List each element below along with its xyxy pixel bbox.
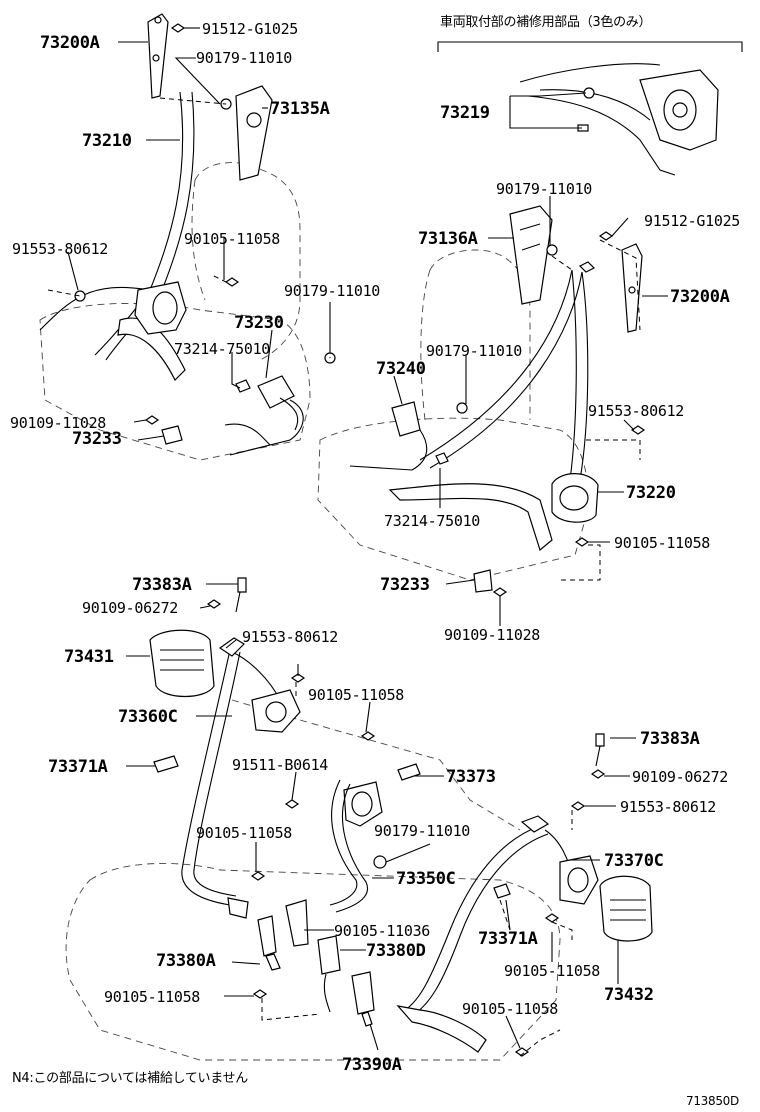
part-label-90105-rear4: 90105-11058 bbox=[104, 988, 201, 1006]
guide-73383A-left bbox=[206, 577, 247, 613]
part-label-90105-rear2: 90105-11058 bbox=[196, 824, 293, 842]
part-label-90105-rear3: 90105-11058 bbox=[504, 962, 601, 980]
bolts-rear bbox=[250, 673, 586, 1057]
front-right-seat-outline bbox=[317, 249, 589, 581]
part-label-90179-r1: 90179-11010 bbox=[496, 180, 593, 198]
buckles-rear bbox=[257, 883, 511, 1027]
headrest-73431 bbox=[149, 629, 215, 697]
adjuster-73200A-right bbox=[621, 243, 643, 333]
guide-73383A-right bbox=[590, 733, 606, 779]
part-label-73371A-right: 73371A bbox=[478, 929, 538, 949]
front-left-seat-outline bbox=[39, 162, 311, 461]
anchor-plate-73219 bbox=[519, 63, 719, 176]
part-label-91553-left: 91553-80612 bbox=[12, 240, 109, 258]
belt-73360C bbox=[181, 637, 301, 919]
part-label-73220: 73220 bbox=[626, 483, 676, 503]
part-label-73431: 73431 bbox=[64, 647, 114, 667]
buckle-73240 bbox=[349, 401, 449, 471]
part-label-90179-r2: 90179-11010 bbox=[426, 342, 523, 360]
part-label-90109-06272-right: 90109-06272 bbox=[632, 768, 729, 786]
part-label-73380A: 73380A bbox=[156, 951, 216, 971]
repair-parts-note: 車両取付部の補修用部品（3色のみ） bbox=[440, 15, 652, 30]
part-label-90105-right: 90105-11058 bbox=[614, 534, 711, 552]
part-label-90109-06272-left: 90109-06272 bbox=[82, 599, 179, 617]
part-label-90109-left: 90109-11028 bbox=[10, 414, 107, 432]
part-label-73370C: 73370C bbox=[604, 851, 664, 871]
part-label-91553-rear: 91553-80612 bbox=[242, 628, 339, 646]
cover-73233-left bbox=[161, 425, 183, 445]
part-label-73135A: 73135A bbox=[270, 99, 330, 119]
part-label-91512-top: 91512-G1025 bbox=[202, 20, 299, 38]
part-label-90105-rear5: 90105-11058 bbox=[462, 1000, 559, 1018]
part-label-91512-right: 91512-G1025 bbox=[644, 212, 741, 230]
pillar-cover-73135A bbox=[235, 85, 273, 181]
part-label-90179-rear: 90179-11010 bbox=[374, 822, 471, 840]
retractor-center-73350C bbox=[285, 763, 421, 947]
belt-73370C bbox=[396, 815, 599, 1053]
part-label-73360C: 73360C bbox=[118, 707, 178, 727]
buckle-73230 bbox=[224, 375, 304, 456]
part-label-91553-right: 91553-80612 bbox=[588, 402, 685, 420]
part-label-73210: 73210 bbox=[82, 131, 132, 151]
belt-73210 bbox=[39, 91, 195, 382]
part-label-90109-right: 90109-11028 bbox=[444, 626, 541, 644]
part-label-73200A-right: 73200A bbox=[670, 287, 730, 307]
part-label-73240: 73240 bbox=[376, 359, 426, 379]
part-label-73380D: 73380D bbox=[366, 941, 426, 961]
part-label-90179-mid: 90179-11010 bbox=[284, 282, 381, 300]
part-label-73383A-right: 73383A bbox=[640, 729, 700, 749]
part-label-73350C: 73350C bbox=[396, 869, 456, 889]
belt-right bbox=[388, 261, 599, 552]
part-label-73214-right: 73214-75010 bbox=[384, 512, 481, 530]
part-label-73233-left: 73233 bbox=[72, 429, 122, 449]
diagram-reference: 713850D bbox=[686, 1094, 739, 1108]
bolts-front-left bbox=[74, 23, 336, 425]
part-label-73136A: 73136A bbox=[418, 229, 478, 249]
leader-lines bbox=[67, 27, 668, 1051]
part-label-73383A-left: 73383A bbox=[132, 575, 192, 595]
front-right-dashes bbox=[551, 239, 641, 581]
part-label-90179-top: 90179-11010 bbox=[196, 49, 293, 67]
rear-dashes bbox=[261, 682, 573, 1057]
part-label-73371A-left: 73371A bbox=[48, 757, 108, 777]
leader-73219 bbox=[509, 92, 587, 129]
rear-seat-outline bbox=[65, 699, 561, 1061]
adjuster-73200A-left bbox=[147, 13, 169, 99]
part-label-90105-11036: 90105-11036 bbox=[334, 922, 431, 940]
part-label-73200A-top: 73200A bbox=[40, 33, 100, 53]
part-label-73230: 73230 bbox=[234, 313, 284, 333]
part-label-73219: 73219 bbox=[440, 103, 490, 123]
footer-note: N4:この部品については補給していません bbox=[12, 1071, 248, 1086]
part-label-91511: 91511-B0614 bbox=[232, 756, 329, 774]
part-label-90105-a: 90105-11058 bbox=[184, 230, 281, 248]
part-label-90105-rear1: 90105-11058 bbox=[308, 686, 405, 704]
part-label-91553-rear-right: 91553-80612 bbox=[620, 798, 717, 816]
part-label-73390A: 73390A bbox=[342, 1055, 402, 1075]
part-label-73214-left: 73214-75010 bbox=[174, 340, 271, 358]
headrest-73432 bbox=[599, 875, 653, 942]
part-label-73373: 73373 bbox=[446, 767, 496, 787]
cover-73371A-left bbox=[153, 755, 179, 773]
part-label-73432: 73432 bbox=[604, 985, 654, 1005]
part-label-73233-right: 73233 bbox=[380, 575, 430, 595]
repair-parts-bracket bbox=[437, 41, 743, 52]
pillar-cover-73136A bbox=[509, 205, 553, 305]
